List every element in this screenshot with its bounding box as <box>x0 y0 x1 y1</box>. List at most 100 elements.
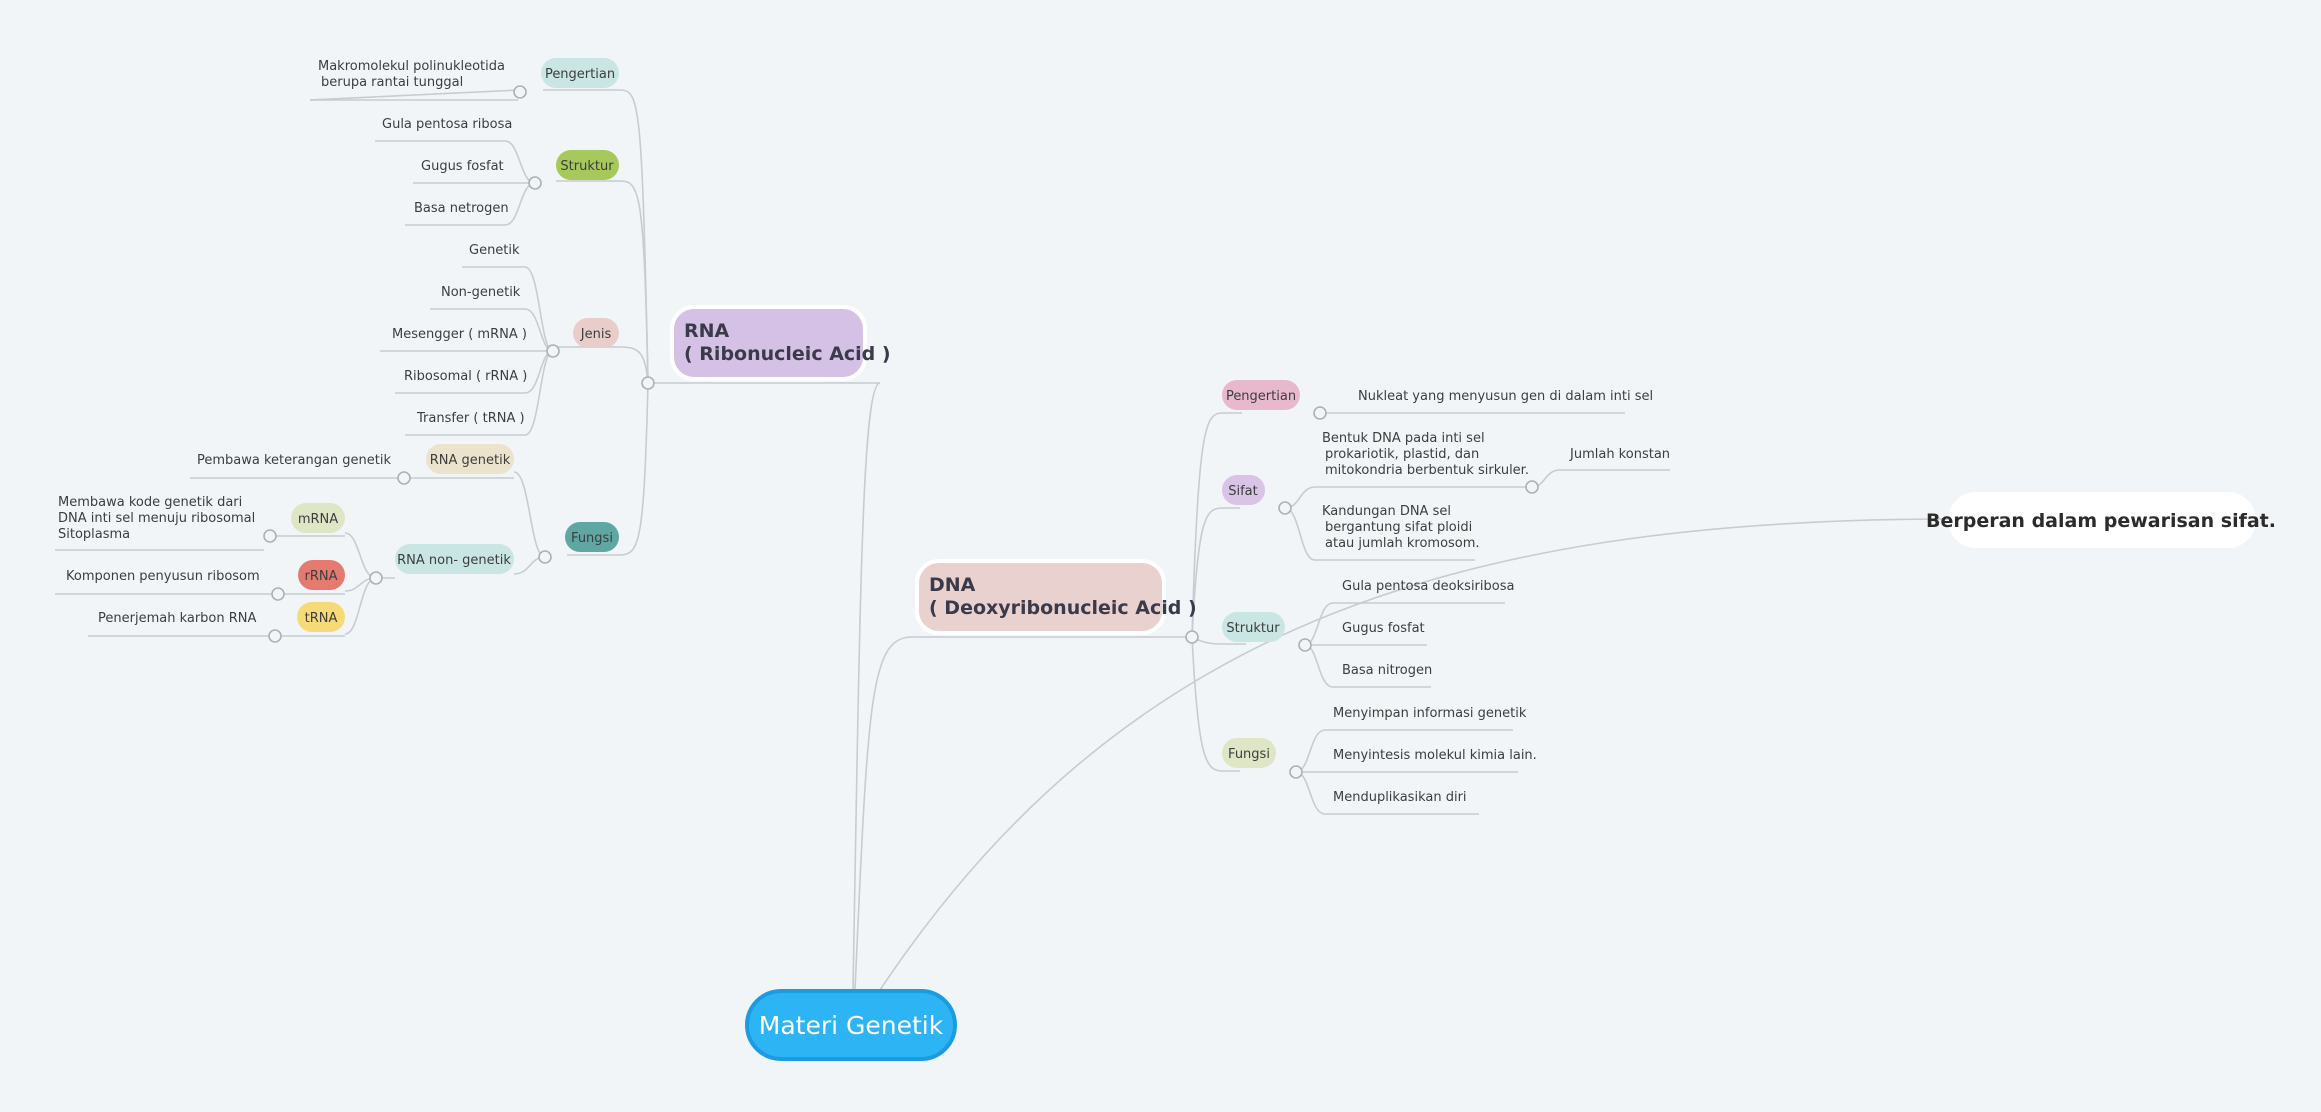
root-node-shape <box>745 989 957 1061</box>
mrna-desc-line1: Membawa kode genetik dari <box>58 495 242 510</box>
rna-fungsi-label: Fungsi <box>571 531 613 546</box>
dna-sifat-item1-line3: mitokondria berbentuk sirkuler. <box>1325 463 1529 478</box>
rna-genetik-desc: Pembawa keterangan genetik <box>197 453 391 468</box>
dna-pengertian-knob[interactable] <box>1313 406 1327 420</box>
rna-pengertian-label: Pengertian <box>545 67 615 82</box>
rna-struktur-item: Gugus fosfat <box>421 159 504 174</box>
dna-struktur-label: Struktur <box>1226 621 1280 636</box>
rrna-knob[interactable] <box>271 587 285 601</box>
rna-node-shape <box>670 305 867 381</box>
dna-sifat-tag-shape <box>1222 475 1265 505</box>
dna-pengertian-tag-shape <box>1222 380 1300 410</box>
connector-lines <box>55 89 1949 991</box>
dna-node[interactable]: DNA ( Deoxyribonucleic Acid ) <box>915 559 1197 635</box>
floating-topic-label: Berperan dalam pewarisan sifat. <box>1926 510 2276 532</box>
dna-sifat-knob[interactable] <box>1278 501 1292 515</box>
rna-struktur-item: Basa netrogen <box>414 201 509 216</box>
rna-collapse-knob[interactable] <box>641 376 655 390</box>
floating-topic[interactable]: Berperan dalam pewarisan sifat. <box>1926 492 2276 548</box>
rrna-desc: Komponen penyusun ribosom <box>66 569 260 584</box>
rna-struktur-item: Gula pentosa ribosa <box>382 117 512 132</box>
mrna-desc-line3: Sitoplasma <box>58 527 130 542</box>
dna-fungsi-knob[interactable] <box>1289 765 1303 779</box>
mrna-tag[interactable]: mRNA <box>291 503 345 533</box>
trna-tag-shape <box>297 602 345 632</box>
dna-fungsi-tag-shape <box>1222 738 1276 768</box>
dna-sifat-item2-line3: atau jumlah kromosom. <box>1325 536 1480 551</box>
rna-title-line2: ( Ribonucleic Acid ) <box>684 343 891 365</box>
rna-non-genetik-knob[interactable] <box>369 571 383 585</box>
rrna-tag[interactable]: rRNA <box>298 560 345 590</box>
mrna-knob[interactable] <box>263 529 277 543</box>
rna-jenis-item: Ribosomal ( rRNA ) <box>404 369 527 384</box>
rna-jenis-knob[interactable] <box>546 344 560 358</box>
dna-title-line2: ( Deoxyribonucleic Acid ) <box>929 597 1197 619</box>
rna-fungsi-tag[interactable]: Fungsi <box>565 522 619 552</box>
rna-title-line1: RNA <box>684 320 730 342</box>
rna-struktur-tag[interactable]: Struktur <box>556 150 619 180</box>
trna-knob[interactable] <box>268 629 282 643</box>
root-node-label: Materi Genetik <box>759 1011 944 1040</box>
rna-genetik-knob[interactable] <box>397 471 411 485</box>
dna-struktur-item: Basa nitrogen <box>1342 663 1432 678</box>
rna-struktur-tag-shape <box>556 150 619 180</box>
collapse-knobs <box>263 85 1539 779</box>
dna-sifat-tag[interactable]: Sifat <box>1222 475 1265 505</box>
rna-struktur-knob[interactable] <box>528 176 542 190</box>
dna-struktur-tag[interactable]: Struktur <box>1222 612 1285 642</box>
rna-non-genetik-tag[interactable]: RNA non- genetik <box>395 544 514 574</box>
rna-pengertian-desc-line1: Makromolekul polinukleotida <box>318 59 505 74</box>
dna-sifat-item1-child: Jumlah konstan <box>1569 447 1670 462</box>
dna-fungsi-item: Menduplikasikan diri <box>1333 790 1467 805</box>
rna-pengertian-tag[interactable]: Pengertian <box>541 58 619 88</box>
rna-jenis-item: Mesengger ( mRNA ) <box>392 327 527 342</box>
rna-node[interactable]: RNA ( Ribonucleic Acid ) <box>670 305 891 381</box>
rna-pengertian-knob[interactable] <box>513 85 527 99</box>
dna-pengertian-desc: Nukleat yang menyusun gen di dalam inti … <box>1358 389 1653 404</box>
dna-struktur-item: Gugus fosfat <box>1342 621 1425 636</box>
rna-fungsi-knob[interactable] <box>538 550 552 564</box>
rna-jenis-item: Genetik <box>469 243 520 258</box>
dna-struktur-tag-shape <box>1222 612 1285 642</box>
dna-node-shape <box>915 559 1166 635</box>
rna-genetik-label: RNA genetik <box>430 453 511 468</box>
dna-pengertian-label: Pengertian <box>1226 389 1296 404</box>
rna-fungsi-tag-shape <box>565 522 619 552</box>
dna-title-line1: DNA <box>929 574 976 596</box>
rna-genetik-tag-shape <box>426 444 514 474</box>
rna-jenis-item: Transfer ( tRNA ) <box>416 411 525 426</box>
floating-topic-shape <box>1948 492 2256 548</box>
dna-collapse-knob[interactable] <box>1185 630 1199 644</box>
rna-non-genetik-tag-shape <box>395 544 514 574</box>
dna-struktur-knob[interactable] <box>1298 638 1312 652</box>
dna-fungsi-tag[interactable]: Fungsi <box>1222 738 1276 768</box>
mrna-desc-line2: DNA inti sel menuju ribosomal <box>58 511 255 526</box>
rna-jenis-tag-shape <box>573 318 619 348</box>
dna-sifat-label: Sifat <box>1228 484 1258 499</box>
root-node[interactable]: Materi Genetik <box>745 989 957 1061</box>
rna-jenis-tag[interactable]: Jenis <box>573 318 619 348</box>
rna-pengertian-tag-shape <box>541 58 619 88</box>
trna-desc: Penerjemah karbon RNA <box>98 611 257 626</box>
dna-fungsi-label: Fungsi <box>1228 747 1270 762</box>
dna-sifat-item1-line2: prokariotik, plastid, dan <box>1325 447 1479 462</box>
mrna-label: mRNA <box>298 512 338 527</box>
trna-tag[interactable]: tRNA <box>297 602 345 632</box>
dna-fungsi-item: Menyintesis molekul kimia lain. <box>1333 748 1537 763</box>
dna-sifat-item2-line2: bergantung sifat ploidi <box>1325 520 1472 535</box>
rna-non-genetik-label: RNA non- genetik <box>397 553 511 568</box>
rna-genetik-tag[interactable]: RNA genetik <box>426 444 514 474</box>
rna-struktur-label: Struktur <box>560 159 614 174</box>
mrna-tag-shape <box>291 503 345 533</box>
trna-label: tRNA <box>305 611 338 626</box>
dna-sifat-child-knob[interactable] <box>1525 480 1539 494</box>
rna-jenis-label: Jenis <box>580 327 612 342</box>
dna-sifat-item2-line1: Kandungan DNA sel <box>1322 504 1451 519</box>
dna-pengertian-tag[interactable]: Pengertian <box>1222 380 1300 410</box>
rna-pengertian-desc-line2: berupa rantai tunggal <box>321 75 463 90</box>
rna-jenis-item: Non-genetik <box>441 285 521 300</box>
dna-fungsi-item: Menyimpan informasi genetik <box>1333 706 1527 721</box>
dna-struktur-item: Gula pentosa deoksiribosa <box>1342 579 1514 594</box>
